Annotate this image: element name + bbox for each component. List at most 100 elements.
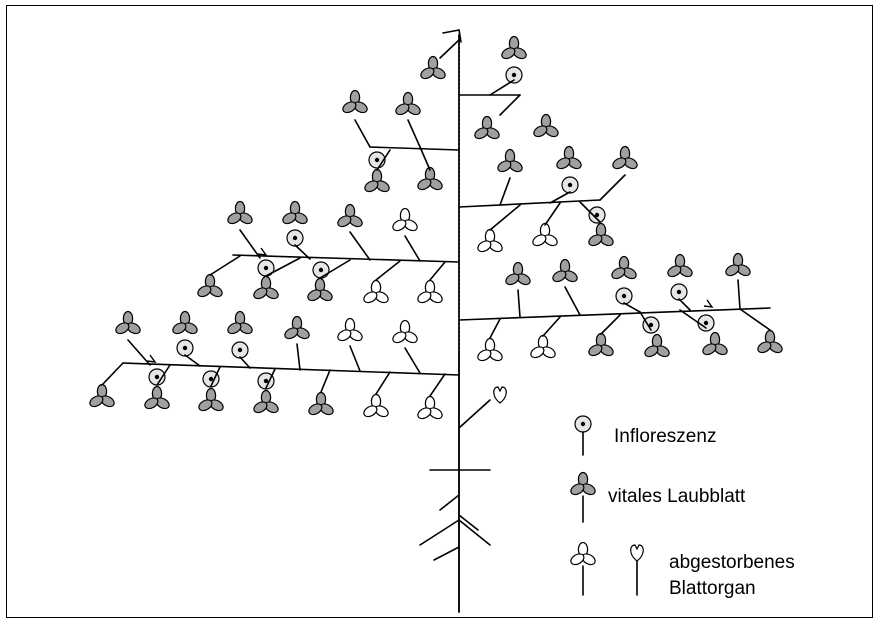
legend-vital-leaf-symbol: [570, 471, 596, 496]
root-5: [433, 546, 460, 561]
petiole-25: [678, 298, 691, 311]
inflorescence-11: [176, 339, 194, 357]
petiole-23: [564, 286, 581, 316]
inflorescence-15: [257, 372, 275, 390]
branch-upper-left: [369, 146, 460, 151]
vital-leaf-38: [702, 331, 728, 356]
petiole-36: [296, 343, 301, 371]
petiole-41: [210, 366, 221, 387]
petiole-31: [679, 309, 707, 329]
petiole-1: [499, 94, 521, 116]
root-1: [439, 494, 460, 511]
legend-dead-bud-symbol: [630, 544, 644, 562]
petiole-45: [429, 373, 446, 397]
dead-leaf-46: [417, 395, 443, 420]
legend-inflorescence-symbol: [574, 415, 592, 433]
vital-leaf-8: [497, 148, 523, 173]
arrow-low-left: [146, 354, 157, 363]
petiole-43: [320, 369, 331, 393]
vital-leaf-30: [227, 310, 253, 335]
inflorescence-3: [588, 206, 606, 224]
petiole-30: [639, 311, 652, 331]
root-3: [419, 519, 460, 546]
petiole-0: [439, 39, 460, 59]
vital-leaf-24: [552, 258, 578, 283]
petiole-20: [375, 260, 401, 281]
vital-leaf-43: [253, 389, 279, 414]
vital-leaf-42: [198, 387, 224, 412]
vital-leaf-19: [253, 275, 279, 300]
dead-bud: [493, 386, 507, 404]
diagram-frame: [6, 5, 873, 618]
petiole-13: [239, 229, 261, 259]
inflorescence-6: [312, 261, 330, 279]
dead-leaf-35: [530, 334, 556, 359]
vital-leaf-1: [501, 35, 527, 60]
dead-leaf-22: [417, 279, 443, 304]
petiole-15: [349, 231, 371, 261]
vital-leaf-9: [556, 145, 582, 170]
vital-leaf-36: [588, 332, 614, 357]
petiole-16: [404, 235, 421, 262]
dead-leaf-32: [337, 317, 363, 342]
petiole-44: [375, 371, 391, 395]
petiole-38: [404, 347, 421, 374]
petiole-10: [489, 204, 521, 231]
vital-leaf-37: [644, 333, 670, 358]
arrow-low-right: [703, 299, 714, 308]
apex-arrow-left: [442, 29, 460, 34]
petiole-40: [156, 364, 171, 386]
petiole-24: [623, 302, 641, 313]
petiole-5: [419, 146, 431, 171]
petiole-12: [579, 201, 601, 223]
petiole-9: [599, 174, 626, 201]
vital-leaf-10: [612, 145, 638, 170]
dead-leaf-21: [363, 279, 389, 304]
petiole-17: [209, 255, 241, 276]
petiole-35: [239, 356, 251, 369]
branch-low-right: [458, 307, 771, 321]
apex-arrow-right: [458, 29, 462, 43]
branch-low-left: [122, 362, 460, 376]
inflorescence-5: [257, 259, 275, 277]
vital-leaf-40: [89, 383, 115, 408]
vital-leaf-6: [364, 168, 390, 193]
petiole-33: [127, 339, 151, 366]
inflorescence-4: [286, 229, 304, 247]
legend-dead-organ-label-line1: abgestorbenes: [669, 552, 795, 573]
branch-mid-right: [458, 199, 601, 208]
petiole-37: [349, 345, 361, 372]
petiole-4: [407, 119, 421, 148]
vital-leaf-20: [307, 277, 333, 302]
vital-leaf-18: [197, 273, 223, 298]
dead-leaf-33: [392, 319, 418, 344]
branch-mid-left: [232, 254, 460, 263]
legend-inflorescence-label: Infloreszenz: [614, 426, 717, 447]
petiole-7: [499, 177, 511, 206]
vital-leaf-5: [533, 113, 559, 138]
petiole-3: [354, 119, 371, 148]
petiole-18: [265, 257, 301, 277]
petiole-32: [739, 308, 771, 331]
inflorescence-8: [670, 283, 688, 301]
legend-dead-organ-label-line2: Blattorgan: [669, 578, 756, 599]
petiole-39: [101, 362, 124, 386]
petiole-26: [737, 279, 741, 310]
inflorescence-2: [561, 176, 579, 194]
vital-leaf-23: [505, 261, 531, 286]
vital-leaf-26: [667, 253, 693, 278]
vital-leaf-41: [144, 385, 170, 410]
inflorescence-14: [202, 370, 220, 388]
petiole-21: [429, 261, 446, 281]
vital-leaf-7: [417, 166, 443, 191]
vital-leaf-4: [474, 115, 500, 140]
vital-leaf-31: [284, 315, 310, 340]
vital-leaf-25: [611, 255, 637, 280]
dead-leaf-16: [532, 222, 558, 247]
petiole-29: [600, 314, 621, 335]
vital-leaf-39: [757, 329, 783, 354]
vital-leaf-44: [308, 391, 334, 416]
vital-leaf-28: [115, 310, 141, 335]
petiole-42: [265, 368, 276, 389]
inflorescence-12: [231, 341, 249, 359]
